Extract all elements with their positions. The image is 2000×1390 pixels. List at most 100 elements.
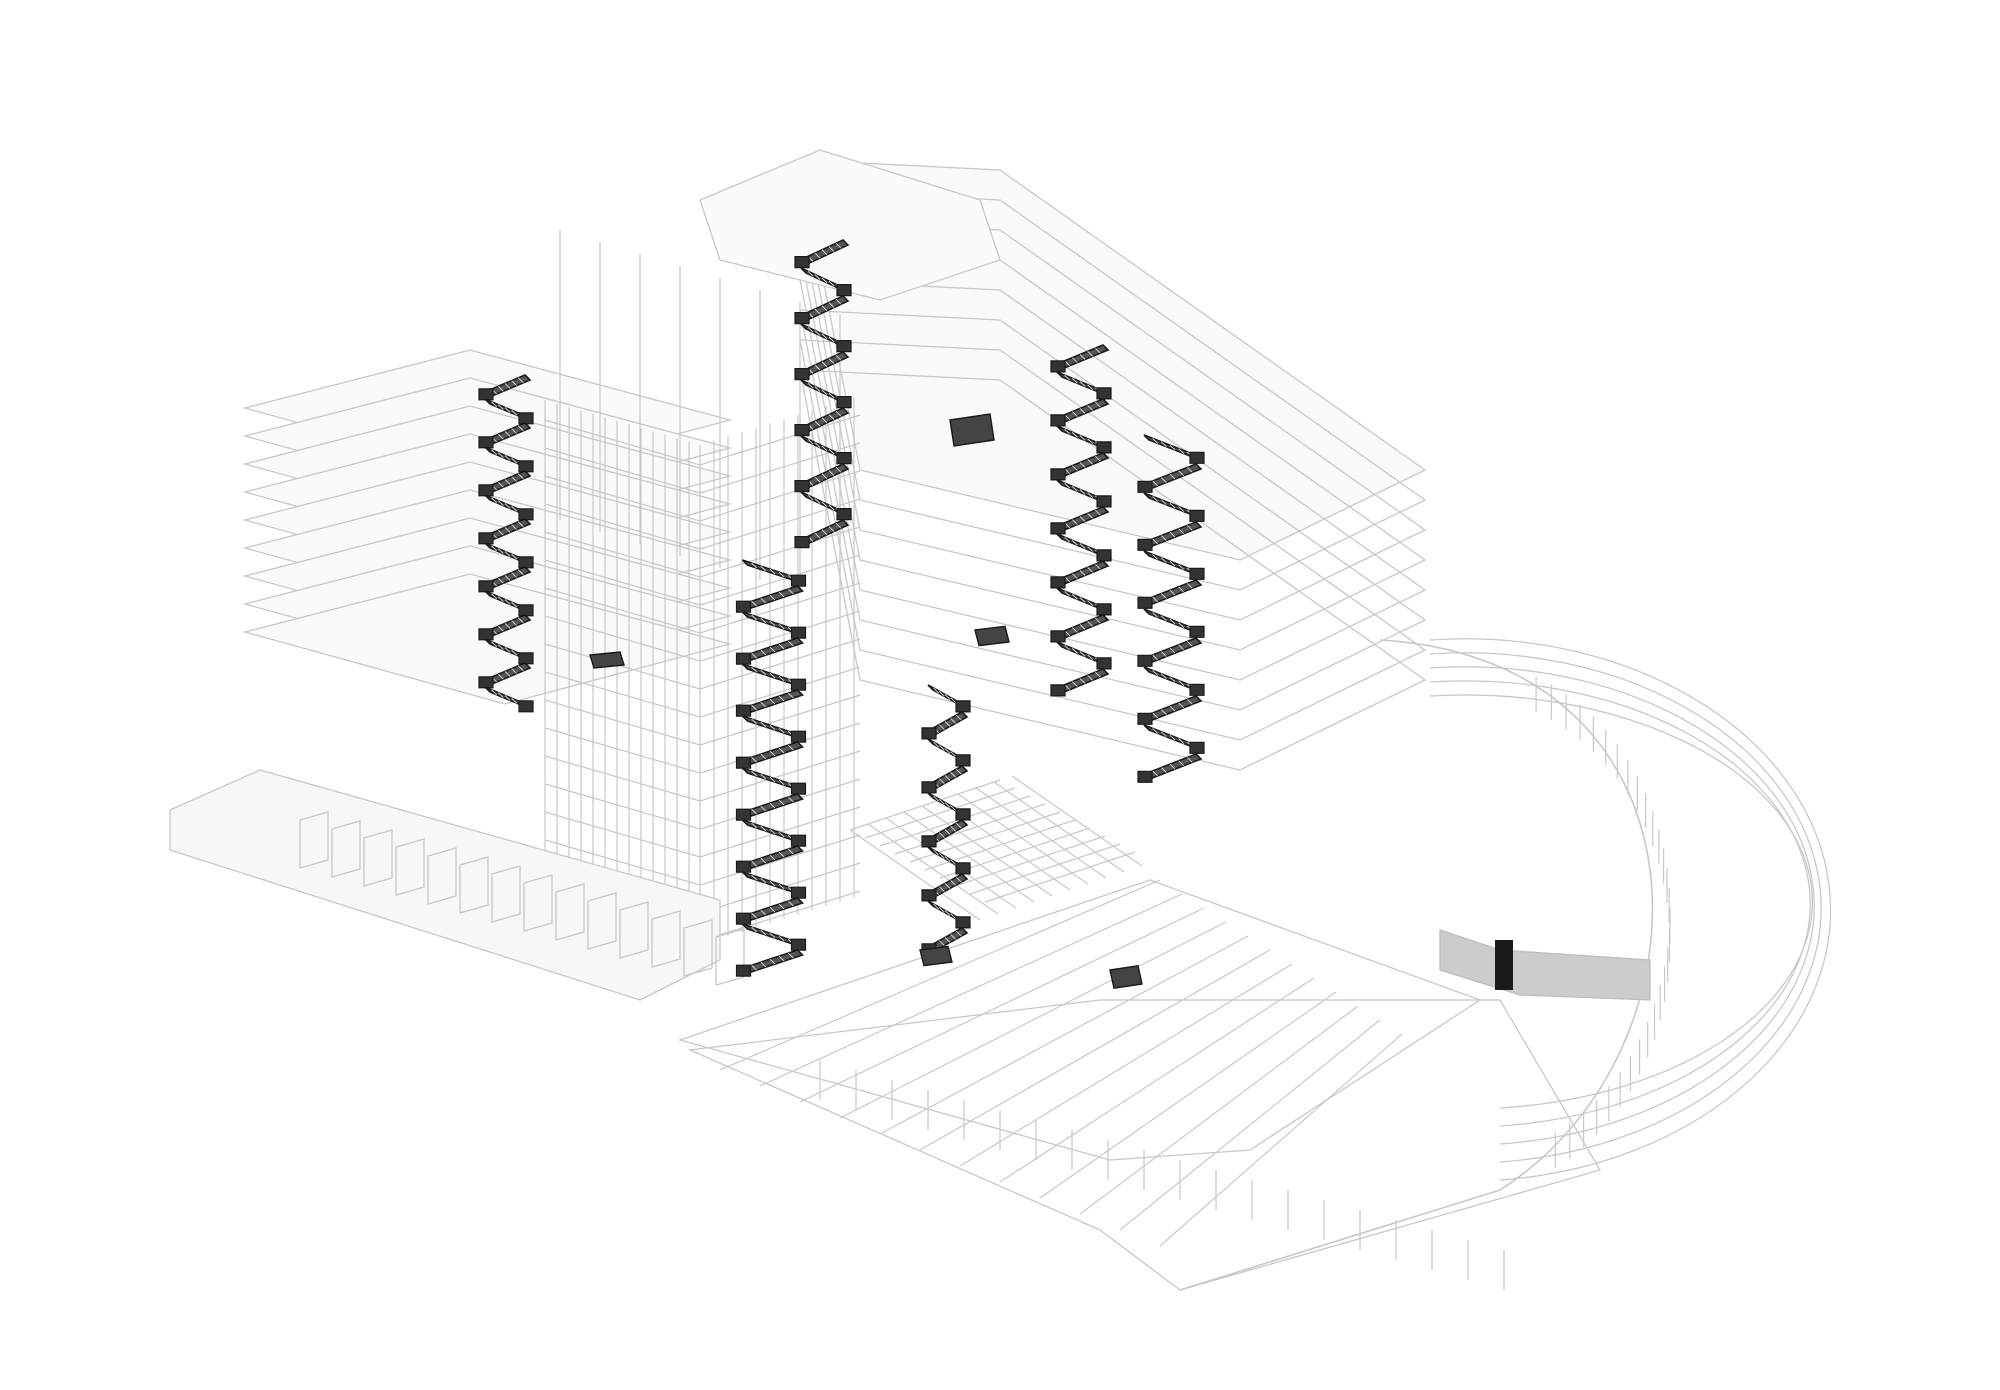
stair-tread (511, 601, 517, 608)
stair-tread (778, 955, 785, 962)
stair-tread (814, 386, 821, 392)
stair-tread (939, 799, 945, 805)
stair-tread (944, 748, 951, 754)
stair-tread (1095, 401, 1101, 408)
stair-tower-west (478, 374, 534, 713)
stair-tread (504, 383, 511, 389)
stair-tread (498, 452, 504, 458)
stair-tread (788, 744, 794, 751)
stair-tread (504, 551, 511, 557)
stair-tread (504, 647, 511, 653)
stair-tread (751, 874, 757, 881)
stair-tread (814, 308, 821, 315)
stair-tread (491, 401, 497, 408)
stair-tread (939, 745, 945, 751)
stair-landing (478, 628, 494, 641)
stair-tread (828, 246, 835, 252)
stair-landing (1050, 576, 1066, 589)
stair-tread (950, 859, 956, 865)
stair-tread (498, 577, 504, 584)
atrium-grid (849, 829, 981, 921)
stair-tread (760, 597, 767, 604)
stair-tread (950, 751, 956, 757)
stair-landing (1096, 549, 1112, 562)
stair-tread (950, 772, 956, 778)
stair-landing (735, 600, 752, 613)
stair-tread (944, 775, 951, 781)
stair-landing (1096, 387, 1112, 400)
stair-landing (1137, 480, 1153, 493)
stair-tread (518, 617, 524, 624)
stair-tread (751, 666, 757, 673)
stair-tread (504, 575, 511, 581)
stair-tread (1161, 441, 1167, 448)
stair-tread (1178, 470, 1184, 477)
stair-tread (1178, 738, 1184, 744)
stair-tread (1072, 540, 1078, 546)
ramp-arc (1429, 666, 1815, 1145)
stair-tower-central (921, 684, 971, 956)
stair-tread (1079, 354, 1086, 360)
stair-tread (1072, 681, 1078, 687)
stair-tread (956, 822, 962, 829)
stair-tread (778, 903, 785, 910)
stair-tread (944, 802, 951, 808)
stair-landing (735, 704, 752, 717)
stair-tread (504, 527, 511, 533)
stair-landing (1050, 630, 1066, 643)
stair-tread (511, 476, 517, 482)
stair-tread (1187, 757, 1193, 763)
facade-line (544, 755, 701, 802)
stair-tread (769, 906, 776, 913)
stair-tread (769, 854, 776, 861)
stair-tread (1087, 546, 1093, 552)
stair-tread (511, 697, 517, 704)
stair-tread (1169, 734, 1176, 741)
facade-line (699, 638, 861, 690)
stair-tread (821, 445, 828, 452)
stair-tread (769, 646, 776, 653)
basement-grid (959, 963, 1293, 1167)
stair-tread (769, 698, 776, 705)
stair-tread (760, 909, 767, 916)
stair-tread (1064, 374, 1070, 381)
stair-tower-central-west (735, 559, 807, 977)
stair-tread (511, 524, 517, 530)
stair-tread (956, 930, 962, 937)
stair-tread (498, 625, 504, 632)
atrium-grid (894, 803, 1046, 855)
stair-tread (821, 417, 828, 424)
stair-tread (788, 796, 794, 803)
atrium-grid (984, 851, 1136, 903)
stair-landing (1050, 414, 1066, 427)
stair-tread (828, 392, 835, 399)
stair-tread (1064, 428, 1070, 435)
stair-landing (790, 626, 807, 639)
stair-tread (1169, 763, 1176, 770)
stair-tread (1152, 728, 1158, 734)
stair-landing (518, 508, 534, 521)
atrium-grid (867, 823, 999, 915)
stair-tread (821, 277, 828, 284)
stair-landing (836, 508, 852, 521)
isolated-stair (1109, 965, 1143, 989)
podium-room (459, 856, 489, 914)
stair-tread (950, 718, 956, 724)
stair-landing (1096, 657, 1112, 670)
stair-tread (1079, 543, 1086, 549)
stair-tread (769, 776, 776, 783)
facade-line (699, 526, 861, 578)
stair-tread (1064, 536, 1070, 543)
stair-tread (504, 503, 511, 509)
stair-tread (1152, 554, 1158, 560)
stair-tread (944, 883, 951, 889)
stair-tread (814, 532, 821, 539)
stair-tread (769, 802, 776, 809)
stair-tread (814, 442, 821, 448)
stair-landing (735, 652, 752, 665)
stair-tread (498, 644, 504, 650)
stair-landing (790, 834, 807, 847)
stair-landing (921, 781, 937, 794)
podium-room (715, 928, 745, 986)
stair-tread (1079, 435, 1086, 441)
